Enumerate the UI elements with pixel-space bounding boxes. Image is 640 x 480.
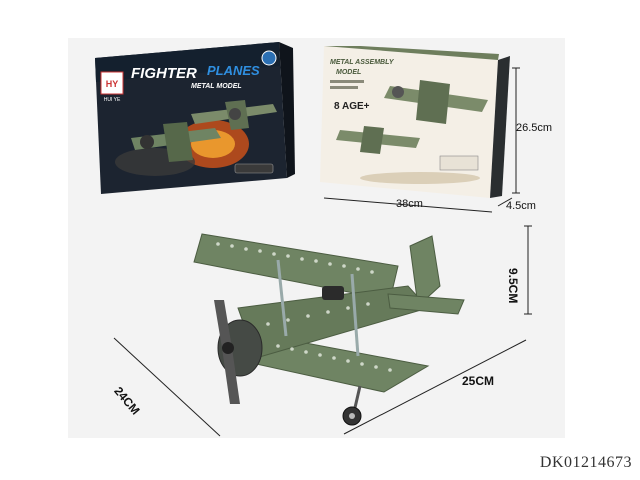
back-info-lines (330, 80, 364, 83)
front-title-fighter: FIGHTER (131, 65, 197, 82)
box-height-label: 26.5cm (516, 122, 553, 134)
back-art-plane-small (336, 126, 420, 154)
front-small-badge (234, 163, 274, 174)
back-box-package: METAL ASSEMBLY MODEL 8 AGE+ (320, 46, 510, 198)
tail-stabilizer (387, 293, 465, 315)
back-art-plane-large (384, 80, 488, 124)
box-width-label: 38cm (396, 198, 423, 210)
product-photo-background: HY HUI YE FIGHTER PLANES METAL MODEL MET… (68, 38, 565, 438)
box-depth-label: 4.5cm (506, 200, 536, 212)
box-art-plane-bottom (131, 122, 221, 162)
assembled-metal-plane-model (193, 233, 465, 426)
brand-logo-icon (100, 71, 124, 95)
front-title-planes: PLANES (207, 63, 260, 78)
propeller-icon (214, 300, 240, 404)
badge-icon (261, 50, 277, 66)
sku-code: DK01214673 (539, 454, 632, 471)
tail-fin (409, 235, 441, 308)
front-box-package: HY HUI YE FIGHTER PLANES METAL MODEL (95, 42, 295, 194)
cockpit (322, 286, 344, 300)
dimension-lines (113, 67, 532, 437)
back-age-label: 8 AGE+ (334, 101, 370, 112)
upper-wing (193, 233, 399, 301)
back-heading-2: MODEL (336, 69, 361, 76)
back-heading-1: METAL ASSEMBLY (330, 59, 395, 66)
model-length-label: 25CM (462, 374, 495, 388)
brand-logo-text: HUI YE (104, 97, 121, 103)
front-subtitle: METAL MODEL (191, 83, 242, 90)
box-art-plane-top (191, 100, 277, 130)
svg-text:HY: HY (106, 79, 119, 89)
back-small-badge (439, 155, 479, 171)
model-height-label: 9.5CM (506, 268, 520, 304)
